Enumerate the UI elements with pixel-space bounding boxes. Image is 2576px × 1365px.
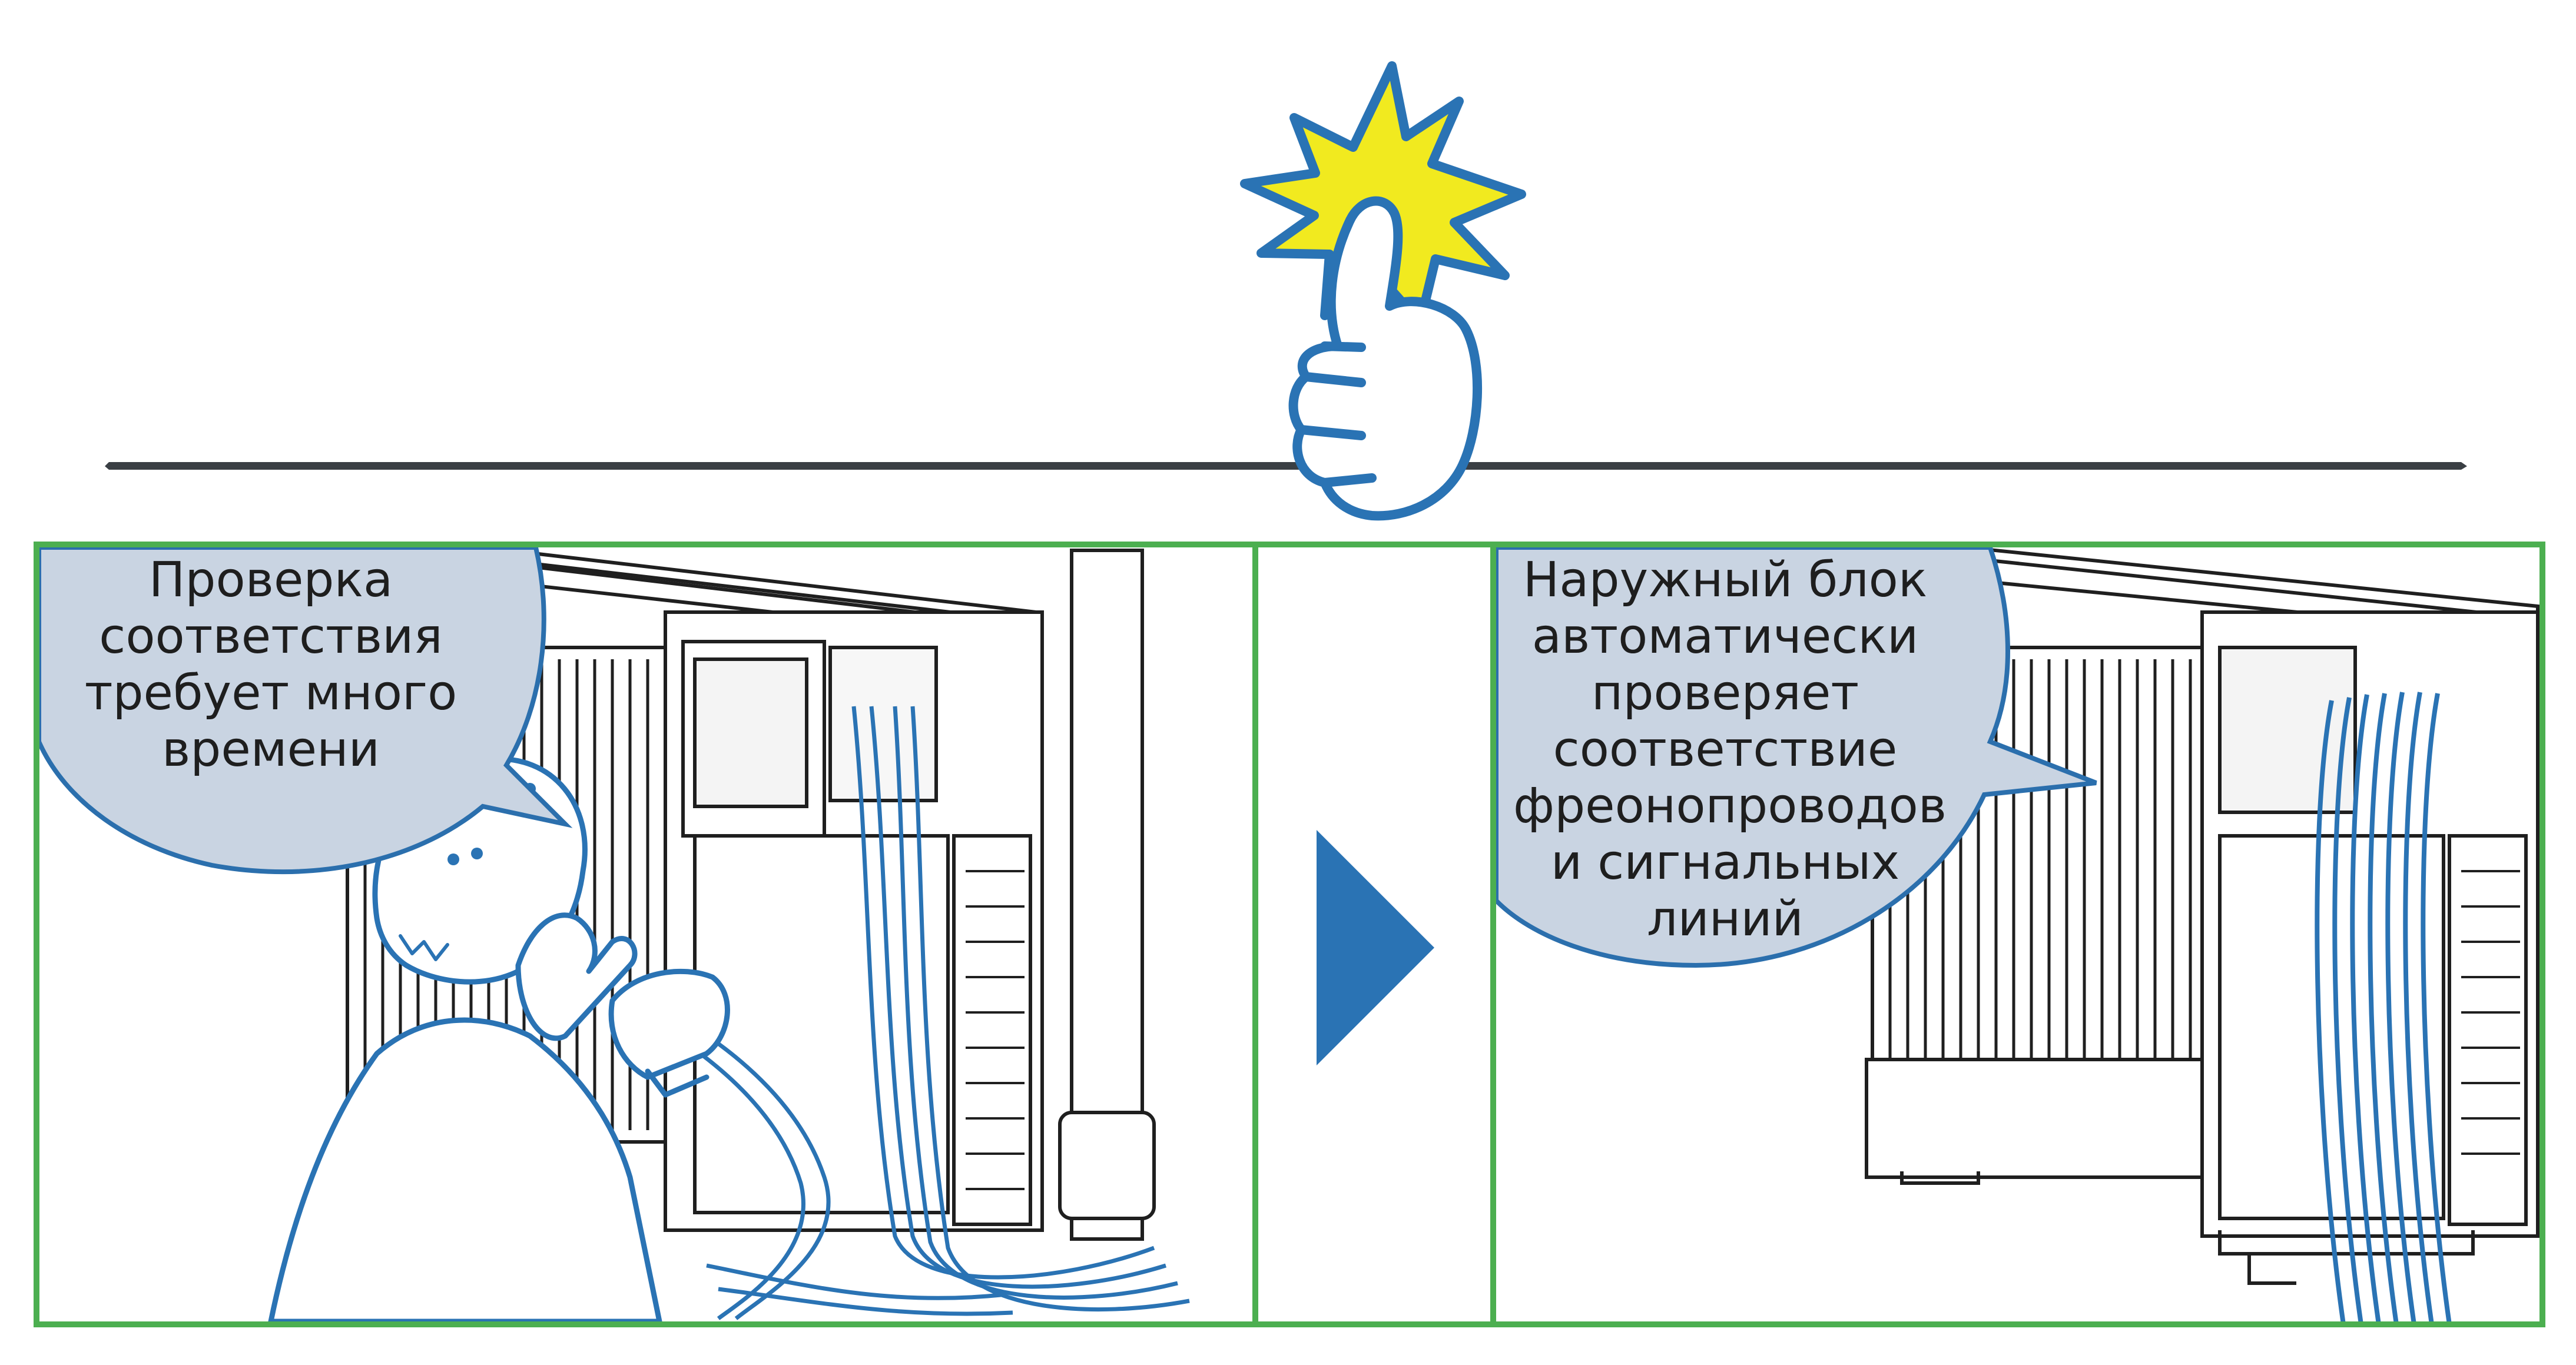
bubble-left-line: соответствия xyxy=(99,609,443,665)
bubble-right-line: линий xyxy=(1647,891,1803,947)
bubble-right-text: Наружный блок автоматически проверяет со… xyxy=(1513,552,1947,948)
speech-bubble-left xyxy=(39,547,573,875)
divider-line xyxy=(105,462,2467,470)
top-emblem xyxy=(105,61,2467,521)
thumbs-up-icon xyxy=(1288,196,1483,521)
bubble-right-line: фреонопроводов xyxy=(1513,778,1947,834)
bubble-left-line: Проверка xyxy=(148,552,393,608)
pipes-right xyxy=(2315,692,2452,1321)
bubble-right-line: проверяет xyxy=(1591,665,1859,721)
bubble-left-text: Проверка соответствия требует много врем… xyxy=(71,552,471,778)
bubble-right-line: и сигнальных xyxy=(1550,835,1900,891)
right-arrow-icon xyxy=(1317,830,1434,1065)
bubble-right-line: автоматически xyxy=(1531,609,1919,665)
right-panel xyxy=(1490,542,2545,1327)
bubble-right-line: Наружный блок xyxy=(1523,552,1928,608)
middle-panel xyxy=(1252,542,1496,1327)
left-panel xyxy=(34,542,1258,1327)
bubble-left-line: времени xyxy=(161,722,380,778)
bubble-left-line: требует много xyxy=(84,665,457,721)
bubble-right-line: соответствие xyxy=(1553,722,1898,778)
speech-bubble-right xyxy=(1496,547,2097,968)
